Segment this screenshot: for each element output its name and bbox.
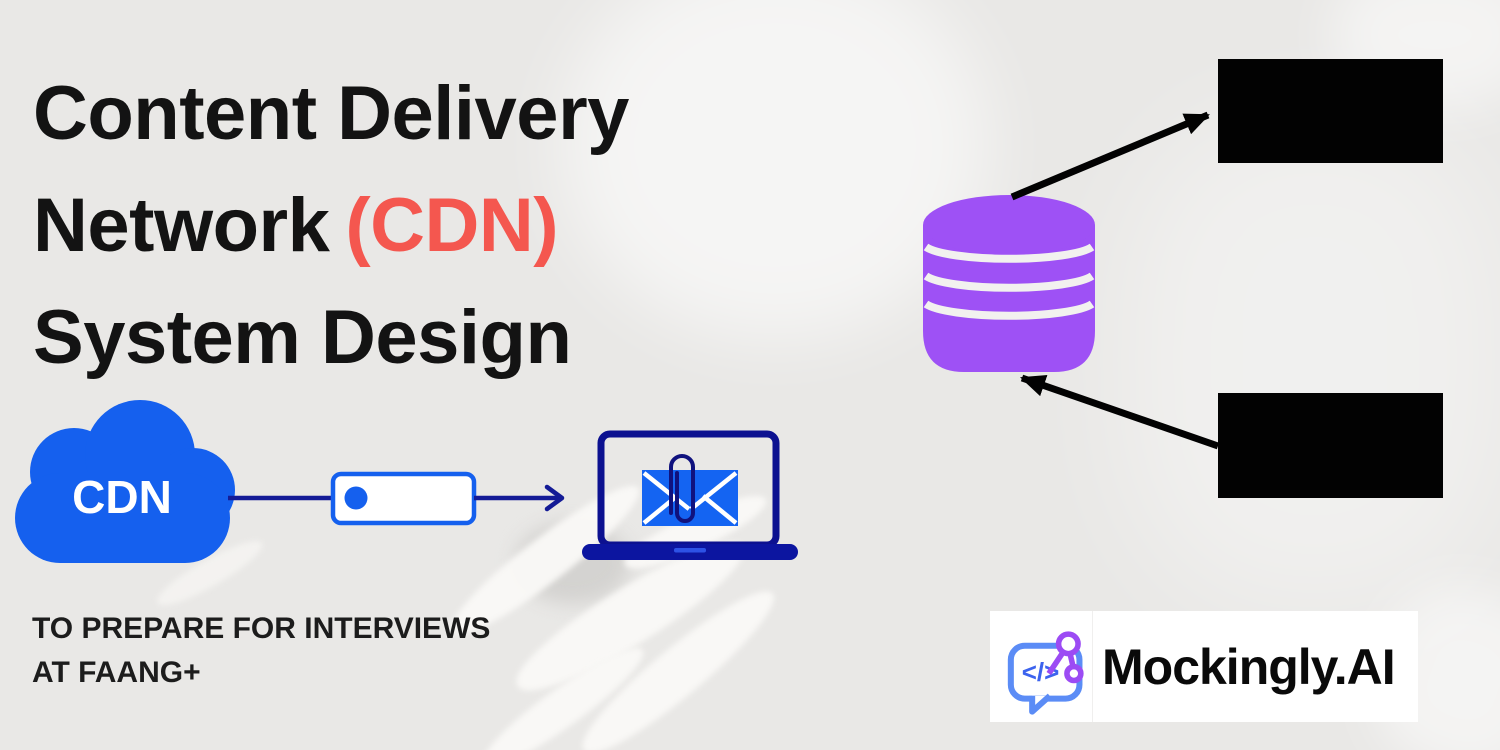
title-highlight-cdn: (CDN) (345, 183, 559, 268)
network-nodes-icon (1046, 631, 1084, 684)
title-line-1: Content Delivery (33, 58, 629, 170)
title-line-2: Network(CDN) (33, 170, 629, 282)
redacted-box-bottom (1218, 393, 1443, 498)
flow-arrow-icon (474, 484, 565, 512)
database-icon (923, 195, 1095, 372)
arrow-bottom-box-to-db-icon (1020, 374, 1220, 450)
title-line2-text: Network (33, 183, 330, 268)
cdn-cloud-label: CDN (72, 471, 172, 523)
page-title: Content Delivery Network(CDN) System Des… (33, 58, 629, 394)
redacted-box-top (1218, 59, 1443, 163)
cdn-flow-illustration: CDN (15, 400, 798, 563)
tagline-line1: TO PREPARE FOR INTERVIEWS (32, 612, 491, 645)
title-line3-text: System Design (33, 295, 572, 380)
arrow-db-to-top-box-icon (1010, 111, 1210, 201)
origin-db-diagram (923, 59, 1443, 498)
brand-logo-icon: </> (1007, 631, 1084, 715)
brush-stroke-texture (473, 634, 654, 750)
title-line-3: System Design (33, 282, 629, 394)
title-line1-text: Content Delivery (33, 71, 629, 156)
brand-logo: </> Mockingly.AI (990, 611, 1418, 722)
tagline-line2: AT FAANG+ (32, 656, 201, 689)
cdn-cloud-icon: CDN (15, 400, 235, 563)
laptop-icon (582, 430, 798, 560)
brush-stroke-texture (569, 574, 788, 750)
brand-name: Mockingly.AI (1102, 638, 1396, 695)
tagline: TO PREPARE FOR INTERVIEWS AT FAANG+ (32, 607, 490, 695)
edge-node-icon (330, 471, 477, 526)
logo-seam-divider (1092, 611, 1093, 722)
edge-node-dot (344, 486, 368, 510)
